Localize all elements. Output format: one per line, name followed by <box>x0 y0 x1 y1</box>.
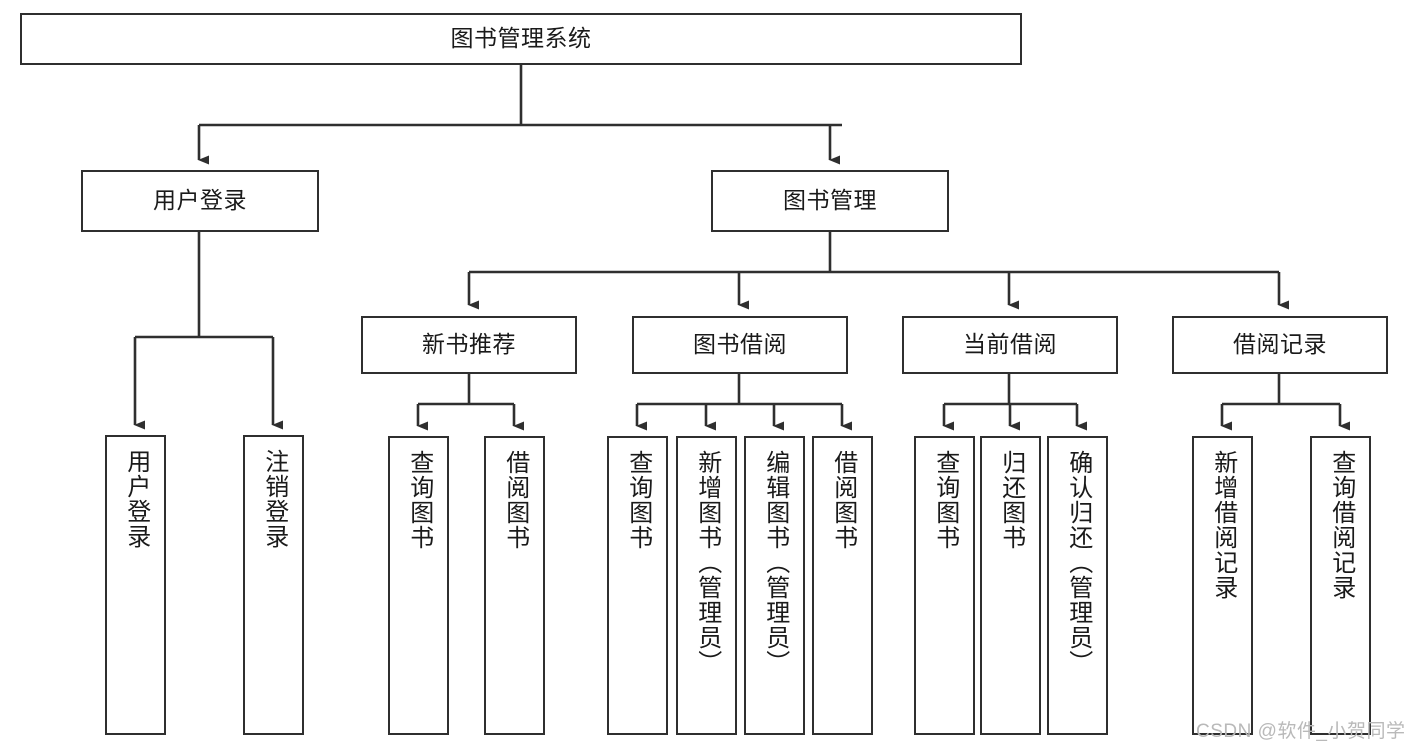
node-label: 新书推荐 <box>422 331 516 358</box>
leaf-new-book-query-book[interactable]: 查询图书 <box>388 436 449 735</box>
node-label: 当前借阅 <box>963 331 1057 358</box>
node-label: 图书管理系统 <box>450 25 592 52</box>
node-label: 用户登录 <box>153 187 247 214</box>
leaf-book-borrow-query-book[interactable]: 查询图书 <box>607 436 668 735</box>
node-book-management[interactable]: 图书管理 <box>711 170 949 232</box>
leaf-borrow-record-add-record[interactable]: 新增借阅记录 <box>1192 436 1253 735</box>
node-label: 编辑图书（管理员） <box>761 450 789 675</box>
node-borrow-record[interactable]: 借阅记录 <box>1172 316 1388 374</box>
leaf-current-borrow-query-book[interactable]: 查询图书 <box>914 436 975 735</box>
node-root-book-management-system[interactable]: 图书管理系统 <box>20 13 1022 65</box>
node-label: 注销登录 <box>260 449 288 549</box>
node-label: 借阅记录 <box>1233 331 1327 358</box>
leaf-current-borrow-confirm-return-admin[interactable]: 确认归还（管理员） <box>1047 436 1108 735</box>
node-current-borrow[interactable]: 当前借阅 <box>902 316 1118 374</box>
node-label: 查询图书 <box>624 450 652 550</box>
leaf-borrow-record-query-record[interactable]: 查询借阅记录 <box>1310 436 1371 735</box>
node-label: 用户登录 <box>122 449 150 549</box>
node-label: 借阅图书 <box>829 450 857 550</box>
leaf-book-borrow-add-book-admin[interactable]: 新增图书（管理员） <box>676 436 737 735</box>
node-label: 查询图书 <box>405 450 433 550</box>
leaf-new-book-borrow-book[interactable]: 借阅图书 <box>484 436 545 735</box>
node-label: 新增借阅记录 <box>1209 450 1237 600</box>
node-label: 确认归还（管理员） <box>1064 450 1092 675</box>
leaf-user-login-login[interactable]: 用户登录 <box>105 435 166 735</box>
leaf-user-login-logout[interactable]: 注销登录 <box>243 435 304 735</box>
node-label: 图书管理 <box>783 187 877 214</box>
node-label: 借阅图书 <box>501 450 529 550</box>
node-label: 归还图书 <box>997 450 1025 550</box>
node-label: 图书借阅 <box>693 331 787 358</box>
leaf-current-borrow-return-book[interactable]: 归还图书 <box>980 436 1041 735</box>
node-new-book-recommendation[interactable]: 新书推荐 <box>361 316 577 374</box>
node-user-login[interactable]: 用户登录 <box>81 170 319 232</box>
node-book-borrow[interactable]: 图书借阅 <box>632 316 848 374</box>
leaf-book-borrow-borrow-book[interactable]: 借阅图书 <box>812 436 873 735</box>
node-label: 查询图书 <box>931 450 959 550</box>
node-label: 查询借阅记录 <box>1327 450 1355 600</box>
leaf-book-borrow-edit-book-admin[interactable]: 编辑图书（管理员） <box>744 436 805 735</box>
node-label: 新增图书（管理员） <box>693 450 721 675</box>
watermark-text: CSDN @软件_小贺同学 <box>1196 721 1405 742</box>
